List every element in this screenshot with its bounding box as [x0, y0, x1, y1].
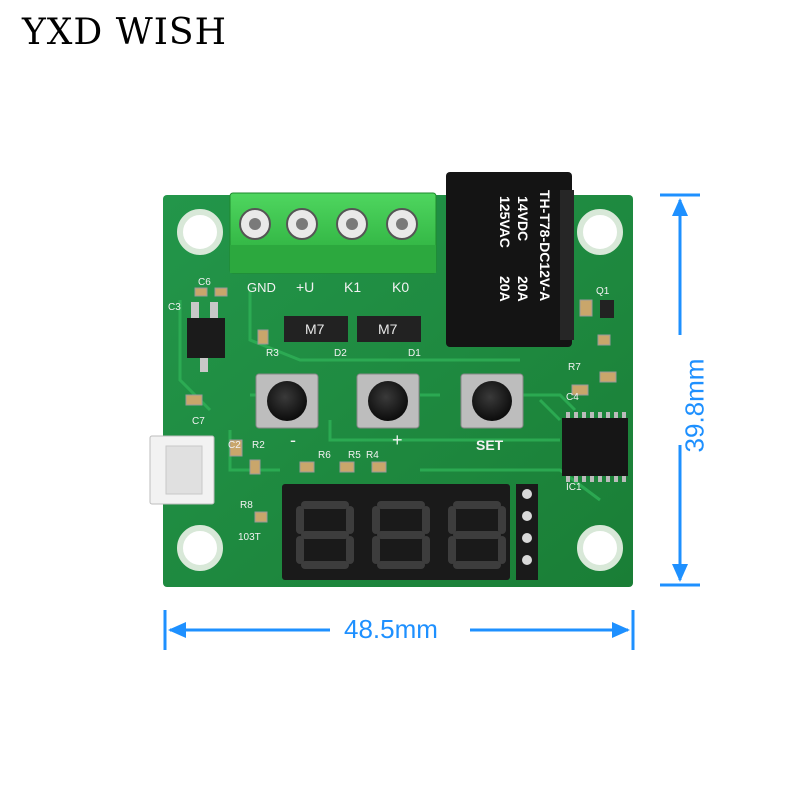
diode-d2 — [284, 316, 348, 342]
label-r2: R2 — [252, 440, 265, 451]
dimension-lines — [163, 193, 700, 650]
label-c2: C2 — [228, 440, 241, 451]
label-d2: D2 — [334, 348, 347, 359]
label-k0: K0 — [392, 279, 409, 295]
tactile-button-minus — [255, 373, 319, 429]
label-d1: D1 — [408, 348, 421, 359]
mounting-holes — [177, 209, 623, 571]
label-ntc: 103T — [238, 532, 261, 543]
label-minus: - — [290, 430, 296, 450]
label-plus-u: +U — [296, 279, 314, 295]
seven-segment-display — [282, 484, 510, 580]
label-gnd: GND — [247, 280, 276, 295]
label-ic1: IC1 — [566, 482, 582, 493]
relay — [446, 172, 574, 347]
tactile-button-plus — [356, 373, 420, 429]
diode-d2-marking: M7 — [305, 321, 325, 337]
label-r6: R6 — [318, 450, 331, 461]
relay-line2: 14VDC — [515, 196, 531, 241]
label-r8: R8 — [240, 500, 253, 511]
sensor-connector — [149, 435, 215, 505]
label-c4: C4 — [566, 392, 579, 403]
smd-components — [185, 287, 617, 523]
ic1-chip — [562, 412, 628, 482]
relay-line3: 20A — [497, 276, 513, 302]
label-c6: C6 — [198, 277, 211, 288]
diode-d1 — [357, 316, 421, 342]
relay-line4: 20A — [515, 276, 531, 302]
screw-terminal-block — [229, 192, 437, 274]
dimension-height-label: 39.8mm — [679, 358, 710, 453]
label-r4: R4 — [366, 450, 379, 461]
label-c3: C3 — [168, 302, 181, 313]
label-set: SET — [476, 437, 504, 453]
label-c7: C7 — [192, 416, 205, 427]
label-r3: R3 — [266, 348, 279, 359]
relay-line1: 125VAC — [497, 196, 513, 248]
label-r7: R7 — [568, 362, 581, 373]
silkscreen-labels: GND +U K1 K0 C6 C3 R3 D2 D1 C7 C2 R2 R6 … — [168, 277, 610, 543]
label-plus: + — [392, 430, 403, 450]
regulator-chip — [187, 318, 225, 358]
diode-d1-marking: M7 — [378, 321, 398, 337]
label-q1: Q1 — [596, 286, 610, 297]
label-k1: K1 — [344, 279, 361, 295]
brand-logo-text: YXD WISH — [22, 12, 227, 53]
label-r5: R5 — [348, 450, 361, 461]
relay-model: TH-T78-DC12V-A — [537, 190, 553, 301]
dimension-width-label: 48.5mm — [344, 614, 438, 644]
header-pins — [516, 484, 538, 580]
tactile-button-set — [460, 373, 524, 429]
display-digits — [296, 501, 506, 569]
